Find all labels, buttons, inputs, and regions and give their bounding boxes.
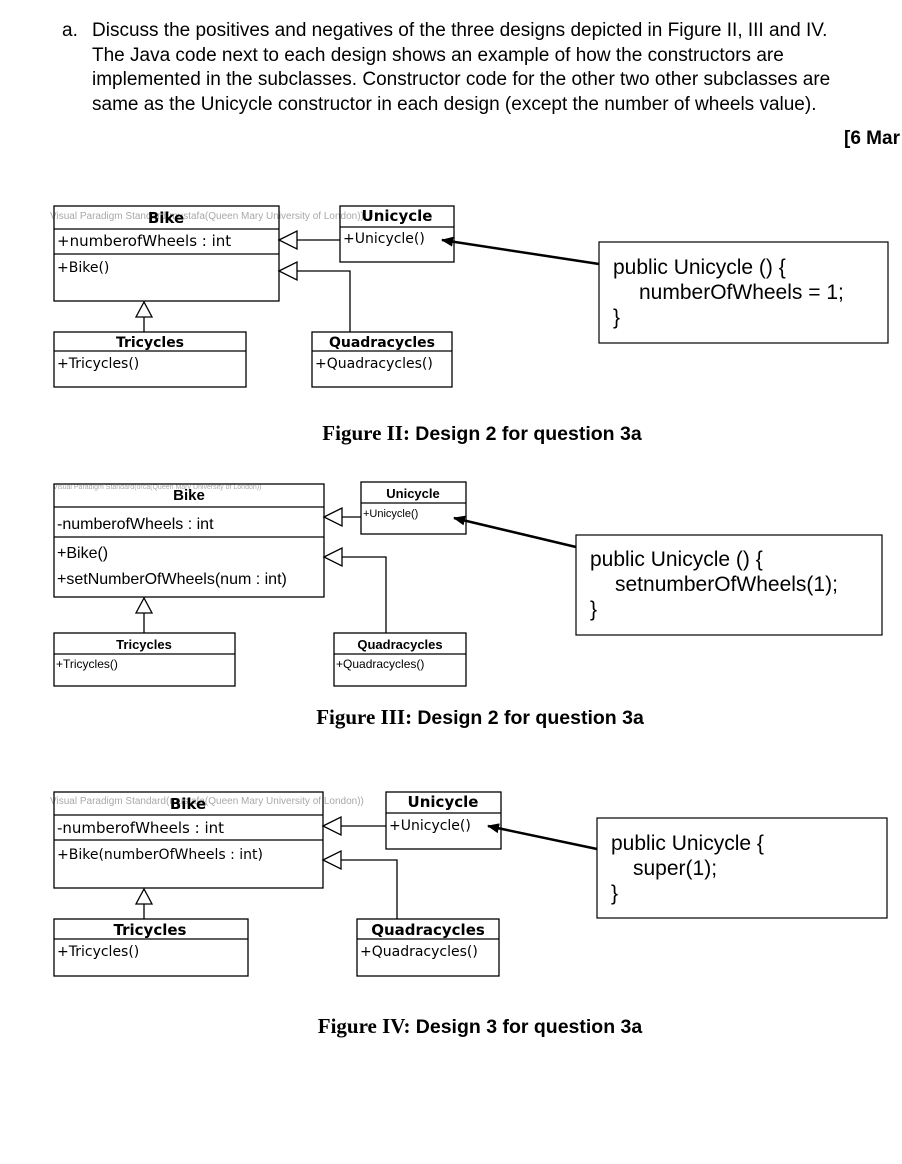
bike-attribute: -numberofWheels : int (57, 819, 224, 837)
code-line-2: numberOfWheels = 1; (639, 281, 844, 304)
unicycle-class: Unicycle +Unicycle() (360, 481, 467, 535)
code-line-3: } (590, 598, 597, 621)
figure-4: Visual Paradigm Standard(mustafa(Queen M… (50, 791, 888, 1038)
bike-attribute: -numberofWheels : int (57, 516, 214, 533)
quadracycles-class-name: Quadracycles (329, 335, 435, 351)
tricycles-class: Tricycles +Tricycles() (53, 632, 236, 687)
quadracycles-class: Quadracycles +Quadracycles() (333, 632, 467, 687)
code-line-1: public Unicycle () { (590, 548, 763, 571)
code-arrow (453, 515, 577, 549)
unicycle-class-name: Unicycle (408, 793, 479, 811)
quadracycles-method: +Quadracycles() (360, 944, 478, 960)
quadracycles-class-name: Quadracycles (371, 921, 485, 939)
unicycle-class: Unicycle +Unicycle() (339, 205, 455, 263)
bike-method: +Bike() (57, 260, 109, 276)
inheritance-arrows (134, 229, 351, 332)
question-line-2: The Java code next to each design shows … (92, 45, 784, 66)
tricycles-method: +Tricycles() (57, 356, 139, 372)
code-arrow (441, 236, 600, 266)
tricycles-class-name: Tricycles (114, 921, 187, 939)
quadracycles-method: +Quadracycles() (315, 356, 433, 372)
figure-caption: Figure II: Design 2 for question 3a (322, 421, 642, 445)
question-line-1: Discuss the positives and negatives of t… (92, 20, 828, 41)
code-box: public Unicycle () { setnumberOfWheels(1… (575, 534, 883, 636)
bike-class: Bike +numberofWheels : int +Bike() (53, 205, 280, 302)
tricycles-class-name: Tricycles (116, 637, 172, 652)
figure-caption: Figure III: Design 2 for question 3a (316, 705, 644, 729)
bike-attribute: +numberofWheels : int (57, 232, 231, 250)
code-line-2: super(1); (633, 857, 717, 880)
watermark-text: Visual Paradigm Standard(mustafa(Queen M… (50, 796, 364, 807)
code-arrow (487, 823, 598, 851)
tricycles-method: +Tricycles() (56, 657, 118, 671)
code-line-2: setnumberOfWheels(1); (615, 573, 838, 596)
inheritance-arrows (134, 815, 398, 919)
unicycle-class: Unicycle +Unicycle() (385, 791, 502, 850)
tricycles-class: Tricycles +Tricycles() (53, 331, 247, 388)
tricycles-class: Tricycles +Tricycles() (53, 918, 249, 977)
code-line-1: public Unicycle () { (613, 256, 786, 279)
bike-class: Bike -numberofWheels : int +Bike() +setN… (53, 483, 325, 598)
code-line-1: public Unicycle { (611, 832, 764, 855)
code-line-3: } (613, 306, 620, 329)
bike-method: +Bike() (57, 545, 108, 562)
bike-method: +setNumberOfWheels(num : int) (57, 571, 287, 588)
code-line-3: } (611, 882, 618, 905)
watermark-text: Visual Paradigm Standard(mustafa(Queen M… (50, 211, 364, 222)
quadracycles-class-name: Quadracycles (357, 637, 442, 652)
quadracycles-class: Quadracycles +Quadracycles() (356, 918, 500, 977)
figure-caption: Figure IV: Design 3 for question 3a (318, 1014, 643, 1038)
watermark-text: Visual Paradigm Standard(orca(Queen Mary… (53, 484, 261, 491)
inheritance-arrows (134, 506, 387, 633)
quadracycles-method: +Quadracycles() (336, 657, 424, 671)
bike-class-name: Bike (148, 209, 184, 227)
code-box: public Unicycle { super(1); } (596, 817, 888, 919)
unicycle-class-name: Unicycle (386, 486, 439, 501)
bike-class-name: Bike (170, 795, 206, 813)
figure-2: Visual Paradigm Standard(mustafa(Queen M… (50, 205, 889, 445)
tricycles-class-name: Tricycles (116, 335, 184, 351)
unicycle-class-name: Unicycle (362, 207, 433, 225)
question-line-4: same as the Unicycle constructor in each… (92, 94, 817, 115)
bike-class: Bike -numberofWheels : int +Bike(numberO… (53, 791, 324, 889)
tricycles-method: +Tricycles() (57, 944, 139, 960)
quadracycles-class: Quadracycles +Quadracycles() (311, 331, 453, 388)
unicycle-method: +Unicycle() (389, 818, 471, 834)
question-line-3: implemented in the subclasses. Construct… (92, 69, 831, 90)
bike-class-name: Bike (173, 487, 205, 504)
question-label: a. (62, 20, 78, 41)
unicycle-method: +Unicycle() (343, 231, 425, 247)
bike-method: +Bike(numberOfWheels : int) (57, 847, 263, 863)
figure-3: Visual Paradigm Standard(orca(Queen Mary… (53, 481, 883, 729)
unicycle-method: +Unicycle() (363, 508, 418, 520)
code-box: public Unicycle () { numberOfWheels = 1;… (598, 241, 889, 344)
marks-label: [6 Mar (844, 128, 900, 149)
